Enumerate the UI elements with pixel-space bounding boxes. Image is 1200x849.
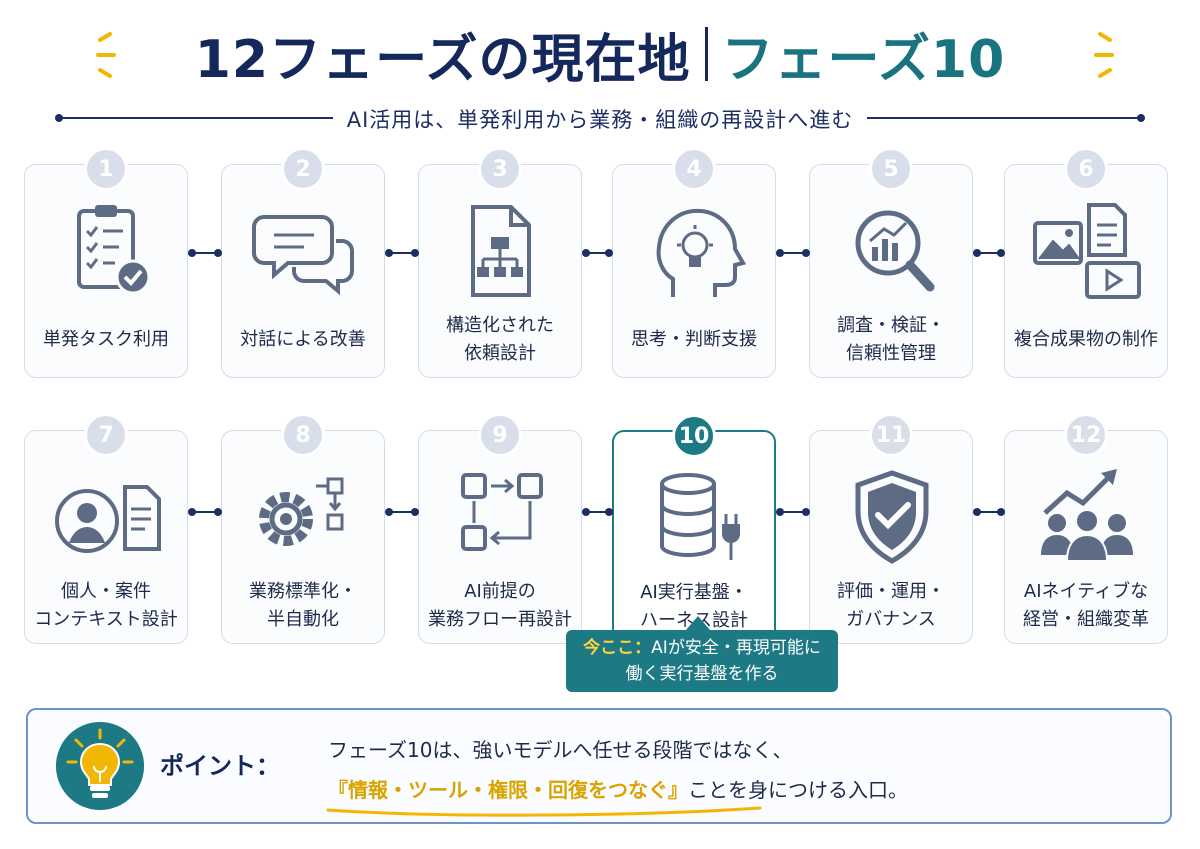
callout-line-1: 今ここ：AIが安全・再現可能に xyxy=(583,635,821,661)
shield-check-icon xyxy=(855,470,929,564)
callout-pointer xyxy=(686,616,710,630)
phase-label: AIネイティブな 経営・組織変革 xyxy=(1023,581,1149,630)
phase-label: AI前提の 業務フロー再設計 xyxy=(428,581,572,630)
connector xyxy=(582,249,613,257)
sparkle-right-icon xyxy=(1094,32,1114,78)
phase-number: 8 xyxy=(281,413,325,457)
phase-number: 4 xyxy=(672,147,716,191)
point-label: ポイント： xyxy=(160,752,280,780)
callout-highlight: 今ここ： xyxy=(583,638,652,658)
phase-label: 構造化された 依頼設計 xyxy=(446,315,554,364)
phase-number: 1 xyxy=(84,147,128,191)
phase-number: 7 xyxy=(84,413,128,457)
person-document-icon xyxy=(55,485,161,553)
phase-card-11: 11 評価・運用・ ガバナンス xyxy=(809,413,973,644)
team-growth-icon xyxy=(1041,469,1133,562)
subtitle: AI活用は、単発利用から業務・組織の再設計へ進む xyxy=(55,100,1145,136)
phase-card-10-current: 10 AI実行基盤・ ハーネス設計 xyxy=(612,414,776,644)
chat-bubbles-icon xyxy=(252,215,354,296)
connector xyxy=(188,249,222,257)
phase-card-7: 7 個人・案件 コンテキスト設計 xyxy=(24,413,188,644)
clipboard-check-icon xyxy=(77,205,151,295)
connector xyxy=(385,508,419,516)
lightbulb-icon xyxy=(56,722,144,810)
phase-label: 調査・検証・ 信頼性管理 xyxy=(837,315,945,364)
callout-line-2: 働く実行基盤を作る xyxy=(625,664,779,684)
connector xyxy=(385,249,419,257)
phase-card-4: 4 思考・判断支援 xyxy=(612,147,776,378)
phase-number: 11 xyxy=(869,413,913,457)
database-plug-icon xyxy=(660,473,740,560)
phase-number: 5 xyxy=(869,147,913,191)
point-text-line-1: フェーズ10は、強いモデルへ任せる段階ではなく、 xyxy=(328,738,793,762)
highlight-underline xyxy=(326,806,762,817)
connector xyxy=(776,508,810,516)
phase-number: 2 xyxy=(281,147,325,191)
phase-number: 6 xyxy=(1064,147,1108,191)
connector xyxy=(973,249,1005,257)
connector xyxy=(582,508,613,516)
phase-card-3: 3 構造化された 依頼設計 xyxy=(418,147,582,378)
phase-label: 業務標準化・ 半自動化 xyxy=(249,581,357,630)
flow-redesign-icon xyxy=(461,473,543,551)
subtitle-text: AI活用は、単発利用から業務・組織の再設計へ進む xyxy=(332,108,868,132)
page-title: 12フェーズの現在地 フェーズ10 xyxy=(0,14,1200,94)
phase-number: 12 xyxy=(1064,413,1108,457)
title-divider xyxy=(704,27,708,81)
connector xyxy=(188,508,222,516)
callout-line-1-rest: AIが安全・再現可能に xyxy=(651,638,821,658)
magnifier-chart-icon xyxy=(855,210,935,292)
phase-label: 個人・案件 コンテキスト設計 xyxy=(34,581,178,630)
phase-label: 評価・運用・ ガバナンス xyxy=(837,581,945,630)
connector xyxy=(973,508,1005,516)
current-position-callout: 今ここ：AIが安全・再現可能に 働く実行基盤を作る xyxy=(566,630,838,692)
phase-card-1: 1 単発タスク利用 xyxy=(24,147,188,378)
phase-number-current: 10 xyxy=(672,414,716,458)
point-box: ポイント： フェーズ10は、強いモデルへ任せる段階ではなく、 『情報・ツール・権… xyxy=(26,708,1172,824)
phase-label: 対話による改善 xyxy=(240,329,366,350)
phase-card-12: 12 AIネイティブな 経営・組織変革 xyxy=(1004,413,1168,644)
head-lightbulb-icon xyxy=(656,208,747,297)
phase-label: 思考・判断支援 xyxy=(631,329,757,350)
phase-card-5: 5 調査・検証・ 信頼性管理 xyxy=(809,147,973,378)
phase-number: 9 xyxy=(478,413,522,457)
phase-card-9: 9 AI前提の 業務フロー再設計 xyxy=(418,413,582,644)
phase-label: 単発タスク利用 xyxy=(43,329,169,350)
title-current-phase: フェーズ10 xyxy=(721,29,1006,90)
point-text-line-2: 『情報・ツール・権限・回復をつなぐ』ことを身につける入口。 xyxy=(328,774,908,803)
phase-card-2: 2 対話による改善 xyxy=(221,147,385,378)
point-text-line-2-rest: ことを身につける入口。 xyxy=(688,778,908,802)
phase-label: 複合成果物の制作 xyxy=(1014,329,1158,350)
document-hierarchy-icon xyxy=(471,205,531,297)
media-files-icon xyxy=(1033,203,1141,299)
connector xyxy=(776,249,810,257)
phase-card-6: 6 複合成果物の制作 xyxy=(1004,147,1168,378)
phase-number: 3 xyxy=(478,147,522,191)
sparkle-left-icon xyxy=(96,32,116,78)
point-emphasis: 『情報・ツール・権限・回復をつなぐ』 xyxy=(328,778,688,802)
phase-card-8: 8 業務標準化・ 半自動化 xyxy=(221,413,385,644)
title-main: 12フェーズの現在地 xyxy=(194,29,691,90)
gear-flow-icon xyxy=(259,477,344,546)
subtitle-dot-right xyxy=(1137,114,1145,122)
